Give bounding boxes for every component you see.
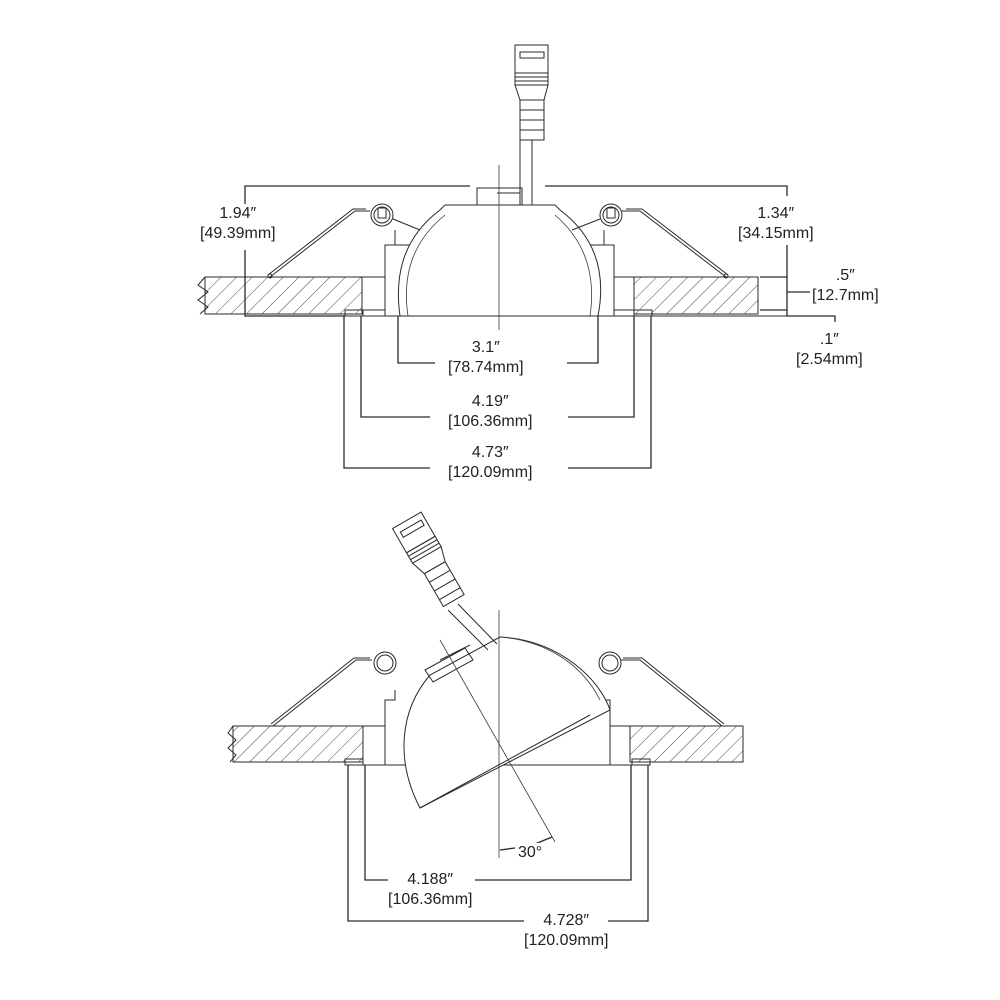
spring-clip-right-tilted: [598, 651, 725, 727]
dim-flange-width-label: 4.73″ [120.09mm]: [448, 443, 533, 483]
ceiling-section-right: [613, 276, 759, 315]
dim-flange-thickness-label: .1″ [2.54mm]: [796, 330, 863, 370]
spring-clip-left: [267, 203, 421, 279]
connector-plug-tilted: [391, 511, 465, 608]
dim-overall-height-label: 1.94″ [49.39mm]: [200, 204, 276, 244]
top-view-drawing: [197, 44, 836, 469]
dim-above-ceiling-label: 1.34″ [34.15mm]: [738, 204, 814, 244]
lamp-dome: [397, 204, 602, 317]
dim-aperture-label: 3.1″ [78.74mm]: [448, 338, 524, 378]
spring-clip-right: [571, 203, 729, 279]
ceiling-section-left-tilted: [227, 725, 385, 763]
dim-cutout-label-bottom: 4.188″ [106.36mm]: [388, 870, 473, 910]
dim-tilt-angle-label: 30°: [518, 843, 543, 863]
dim-flange-width-label-bottom: 4.728″ [120.09mm]: [524, 911, 609, 951]
dim-ceiling-thickness-label: .5″ [12.7mm]: [812, 266, 879, 306]
ceiling-section-right-tilted: [610, 725, 744, 763]
lamp-dome-tilted: [403, 636, 611, 809]
connector-plug: [514, 44, 549, 141]
dim-cutout-label: 4.19″ [106.36mm]: [448, 392, 533, 432]
spring-clip-left-tilted: [270, 651, 397, 727]
ceiling-section-left: [197, 276, 385, 315]
bottom-view-drawing: [227, 511, 744, 922]
